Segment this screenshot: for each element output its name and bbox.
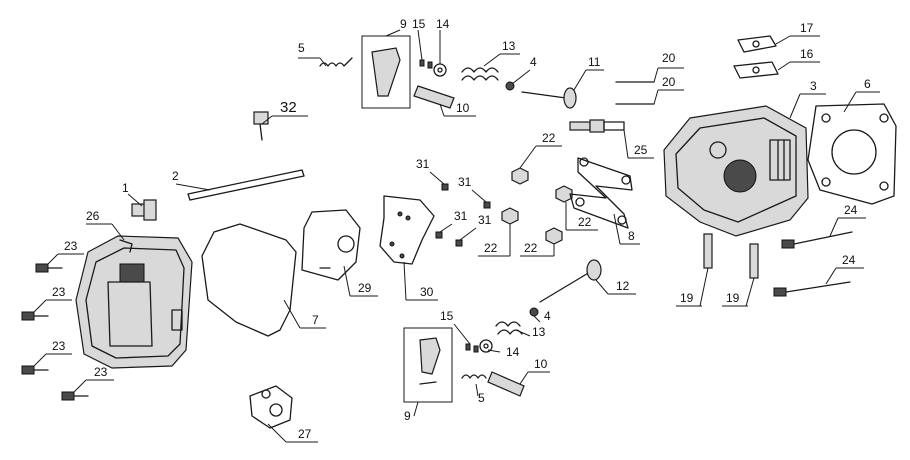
callout-23c: 23 xyxy=(52,339,66,353)
callout-26: 26 xyxy=(86,209,100,223)
screw-31d xyxy=(455,239,463,247)
pin-15b xyxy=(465,343,479,353)
callout-17: 17 xyxy=(800,21,814,35)
callout-3: 3 xyxy=(810,79,817,93)
callout-15b: 15 xyxy=(440,309,454,323)
callout-27: 27 xyxy=(298,427,312,441)
callout-24a: 24 xyxy=(844,203,858,217)
spring-5b xyxy=(461,374,487,379)
callout-25: 25 xyxy=(634,143,648,157)
nut-22a xyxy=(511,167,529,185)
stud-19b xyxy=(749,243,759,279)
rocker-shaft-10a xyxy=(413,85,455,109)
callout-29: 29 xyxy=(358,281,372,295)
plate-29 xyxy=(301,209,361,281)
callout-14b: 14 xyxy=(506,345,520,359)
callout-31b: 31 xyxy=(458,175,472,189)
long-rod xyxy=(187,169,305,201)
manifold-gasket xyxy=(569,157,633,229)
callout-22d: 22 xyxy=(524,241,538,255)
screw-31a xyxy=(441,183,449,191)
callout-22b: 22 xyxy=(578,215,592,229)
callout-19b: 19 xyxy=(726,291,740,305)
nut-22b xyxy=(555,185,573,203)
callout-16: 16 xyxy=(800,47,814,61)
callout-30: 30 xyxy=(420,285,434,299)
callout-32: 32 xyxy=(280,99,297,116)
callout-4a: 4 xyxy=(530,55,537,69)
plate-30 xyxy=(379,195,435,265)
gasket-17 xyxy=(737,35,777,53)
long-bolt-24a xyxy=(781,231,853,249)
callout-23a: 23 xyxy=(64,239,78,253)
cover-bolt-c xyxy=(21,365,49,375)
valve-11 xyxy=(521,87,577,109)
callout-6: 6 xyxy=(864,77,871,91)
stud-19a xyxy=(703,233,713,269)
callout-19a: 19 xyxy=(680,291,694,305)
callout-9b: 9 xyxy=(404,409,411,423)
screw-31c xyxy=(435,231,443,239)
parts-drawings xyxy=(21,35,897,429)
valve-seal-4b xyxy=(529,307,539,317)
callout-13a: 13 xyxy=(502,39,516,53)
callout-31c: 31 xyxy=(454,209,468,223)
valve-cover xyxy=(75,235,193,369)
callouts: 1 2 32 26 23 23 23 23 7 29 30 27 xyxy=(33,17,880,443)
callout-5b: 5 xyxy=(478,391,485,405)
cylinder-head xyxy=(663,105,809,237)
pin-15a xyxy=(419,59,433,69)
callout-20b: 20 xyxy=(662,75,676,89)
callout-22a: 22 xyxy=(542,131,556,145)
gasket-16 xyxy=(733,61,779,79)
callout-31a: 31 xyxy=(416,157,430,171)
rocker-arm-9b xyxy=(403,327,453,403)
callout-22c: 22 xyxy=(484,241,498,255)
screw-31b xyxy=(483,201,491,209)
callout-10b: 10 xyxy=(534,357,548,371)
callout-1: 1 xyxy=(122,181,129,195)
cover-bolt-a xyxy=(35,263,63,273)
valve-12 xyxy=(539,259,602,303)
callout-20a: 20 xyxy=(662,51,676,65)
cover-bolt-d xyxy=(61,391,89,401)
cover-gasket xyxy=(201,223,297,337)
callout-7: 7 xyxy=(312,313,319,327)
callout-11: 11 xyxy=(588,55,601,69)
callout-23b: 23 xyxy=(52,285,66,299)
head-gasket xyxy=(807,103,897,205)
callout-10a: 10 xyxy=(456,101,470,115)
valve-spring-13b xyxy=(495,321,523,335)
washer-14b xyxy=(479,339,493,353)
spark-plug xyxy=(569,119,625,133)
gasket-27 xyxy=(249,385,293,429)
rocker-arm-9a xyxy=(361,35,411,109)
callout-24b: 24 xyxy=(842,253,856,267)
nut-22c xyxy=(501,207,519,225)
callout-15a: 15 xyxy=(412,17,426,31)
callout-4b: 4 xyxy=(544,309,551,323)
cover-bolt-b xyxy=(21,311,49,321)
valve-spring-13a xyxy=(461,67,499,81)
nut-22d xyxy=(545,227,563,245)
callout-31d: 31 xyxy=(478,213,492,227)
callout-23d: 23 xyxy=(94,365,108,379)
callout-5a: 5 xyxy=(298,41,305,55)
bolt-32 xyxy=(253,111,269,141)
callout-2: 2 xyxy=(172,169,179,183)
callout-9a: 9 xyxy=(400,17,407,31)
callout-13b: 13 xyxy=(532,325,546,339)
breather-fitting xyxy=(131,199,157,221)
callout-8: 8 xyxy=(628,229,635,243)
callout-12: 12 xyxy=(616,279,630,293)
rocker-shaft-10b xyxy=(487,371,525,397)
washer-14a xyxy=(433,63,447,77)
callout-14a: 14 xyxy=(436,17,450,31)
long-bolt-24b xyxy=(773,281,851,297)
